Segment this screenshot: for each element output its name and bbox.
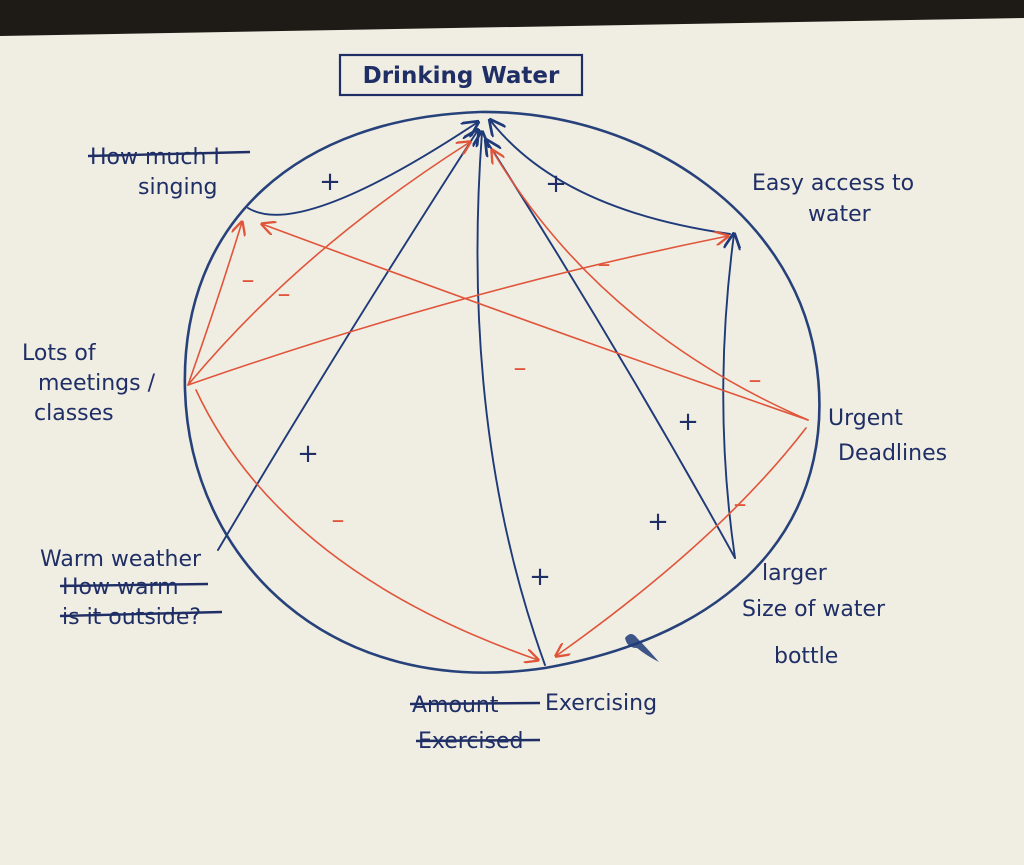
link-meetings-to-title	[187, 142, 470, 386]
node-easy-line-2: water	[808, 202, 872, 227]
node-bottle-line-2: Size of water	[742, 597, 886, 622]
node-singing-line-2: singing	[138, 175, 218, 200]
node-exercising-struck-amount: Amount	[412, 693, 499, 718]
link-sign-meetings-to-title: –	[278, 279, 291, 309]
link-sign-meetings-to-easy: –	[598, 249, 611, 279]
strikethrough-how-warm	[59, 582, 209, 588]
node-easy-line-1: Easy access to	[752, 171, 914, 196]
link-sign-deadlines-to-title: –	[514, 353, 527, 383]
node-exercising: Amount Exercising Exercised	[409, 691, 657, 754]
node-deadlines: Urgent Deadlines	[828, 406, 947, 466]
node-bottle-line-1: larger	[762, 561, 828, 586]
link-meetings-to-easy	[187, 236, 728, 386]
strikethrough-how-much	[87, 150, 251, 158]
link-meetings-to-exercising	[195, 389, 538, 660]
title-box	[338, 53, 584, 97]
node-deadlines-line-1: Urgent	[828, 406, 903, 431]
node-exercising-label: Exercising	[545, 691, 657, 716]
node-bottle: larger Size of water bottle	[742, 561, 886, 669]
link-sign-deadlines-to-singing: –	[749, 365, 762, 395]
paper-sheet	[0, 18, 1024, 865]
node-deadlines-line-2: Deadlines	[838, 441, 947, 466]
link-deadlines-to-exercising	[556, 427, 807, 656]
link-exercising-to-title	[477, 132, 546, 666]
node-warm-line-1: Warm weather	[40, 547, 202, 572]
link-deadlines-to-title	[492, 150, 809, 421]
link-singing-to-title	[247, 122, 478, 216]
strikethrough-amount	[409, 701, 541, 706]
link-easy-to-title	[490, 120, 731, 235]
link-signs: ++++++–––––––	[242, 167, 762, 592]
link-sign-singing-to-title: +	[319, 167, 341, 197]
loop-circle	[183, 110, 821, 674]
link-sign-bottle-to-easy: +	[677, 407, 699, 437]
link-meetings-to-singing	[187, 222, 242, 386]
node-meetings-line-3: classes	[34, 401, 114, 426]
strikethrough-is-it-outside	[59, 610, 223, 618]
strikethrough-exercised	[415, 738, 541, 743]
link-sign-meetings-to-exercising: –	[332, 505, 345, 535]
link-sign-bottle-to-title: +	[647, 507, 669, 537]
link-deadlines-to-singing	[262, 224, 809, 421]
link-sign-warm-to-title: +	[297, 439, 319, 469]
link-sign-exercising-to-title: +	[529, 562, 551, 592]
link-sign-meetings-to-singing: –	[242, 265, 255, 295]
node-singing: How much I singing	[87, 145, 251, 200]
node-singing-line-1: How much I	[90, 145, 220, 170]
node-warm-line-2: How warm	[62, 575, 179, 600]
link-bottle-to-easy	[722, 234, 735, 559]
node-meetings: Lots of meetings / classes	[22, 341, 156, 426]
node-warm-weather: Warm weather How warm is it outside?	[40, 547, 223, 630]
node-meetings-line-1: Lots of	[22, 341, 97, 366]
connection-lines	[187, 120, 809, 666]
node-warm-line-3: is it outside?	[62, 605, 201, 630]
node-meetings-line-2: meetings /	[38, 371, 156, 396]
link-warm-to-title	[217, 130, 478, 551]
node-bottle-line-3: bottle	[774, 644, 838, 669]
link-bottle-to-title	[486, 140, 736, 559]
link-sign-easy-to-title: +	[545, 169, 567, 199]
diagram-title: Drinking Water	[363, 63, 560, 89]
node-easy-access: Easy access to water	[752, 171, 914, 227]
ink-blot	[625, 634, 659, 662]
link-sign-deadlines-to-exercising: –	[734, 489, 747, 519]
